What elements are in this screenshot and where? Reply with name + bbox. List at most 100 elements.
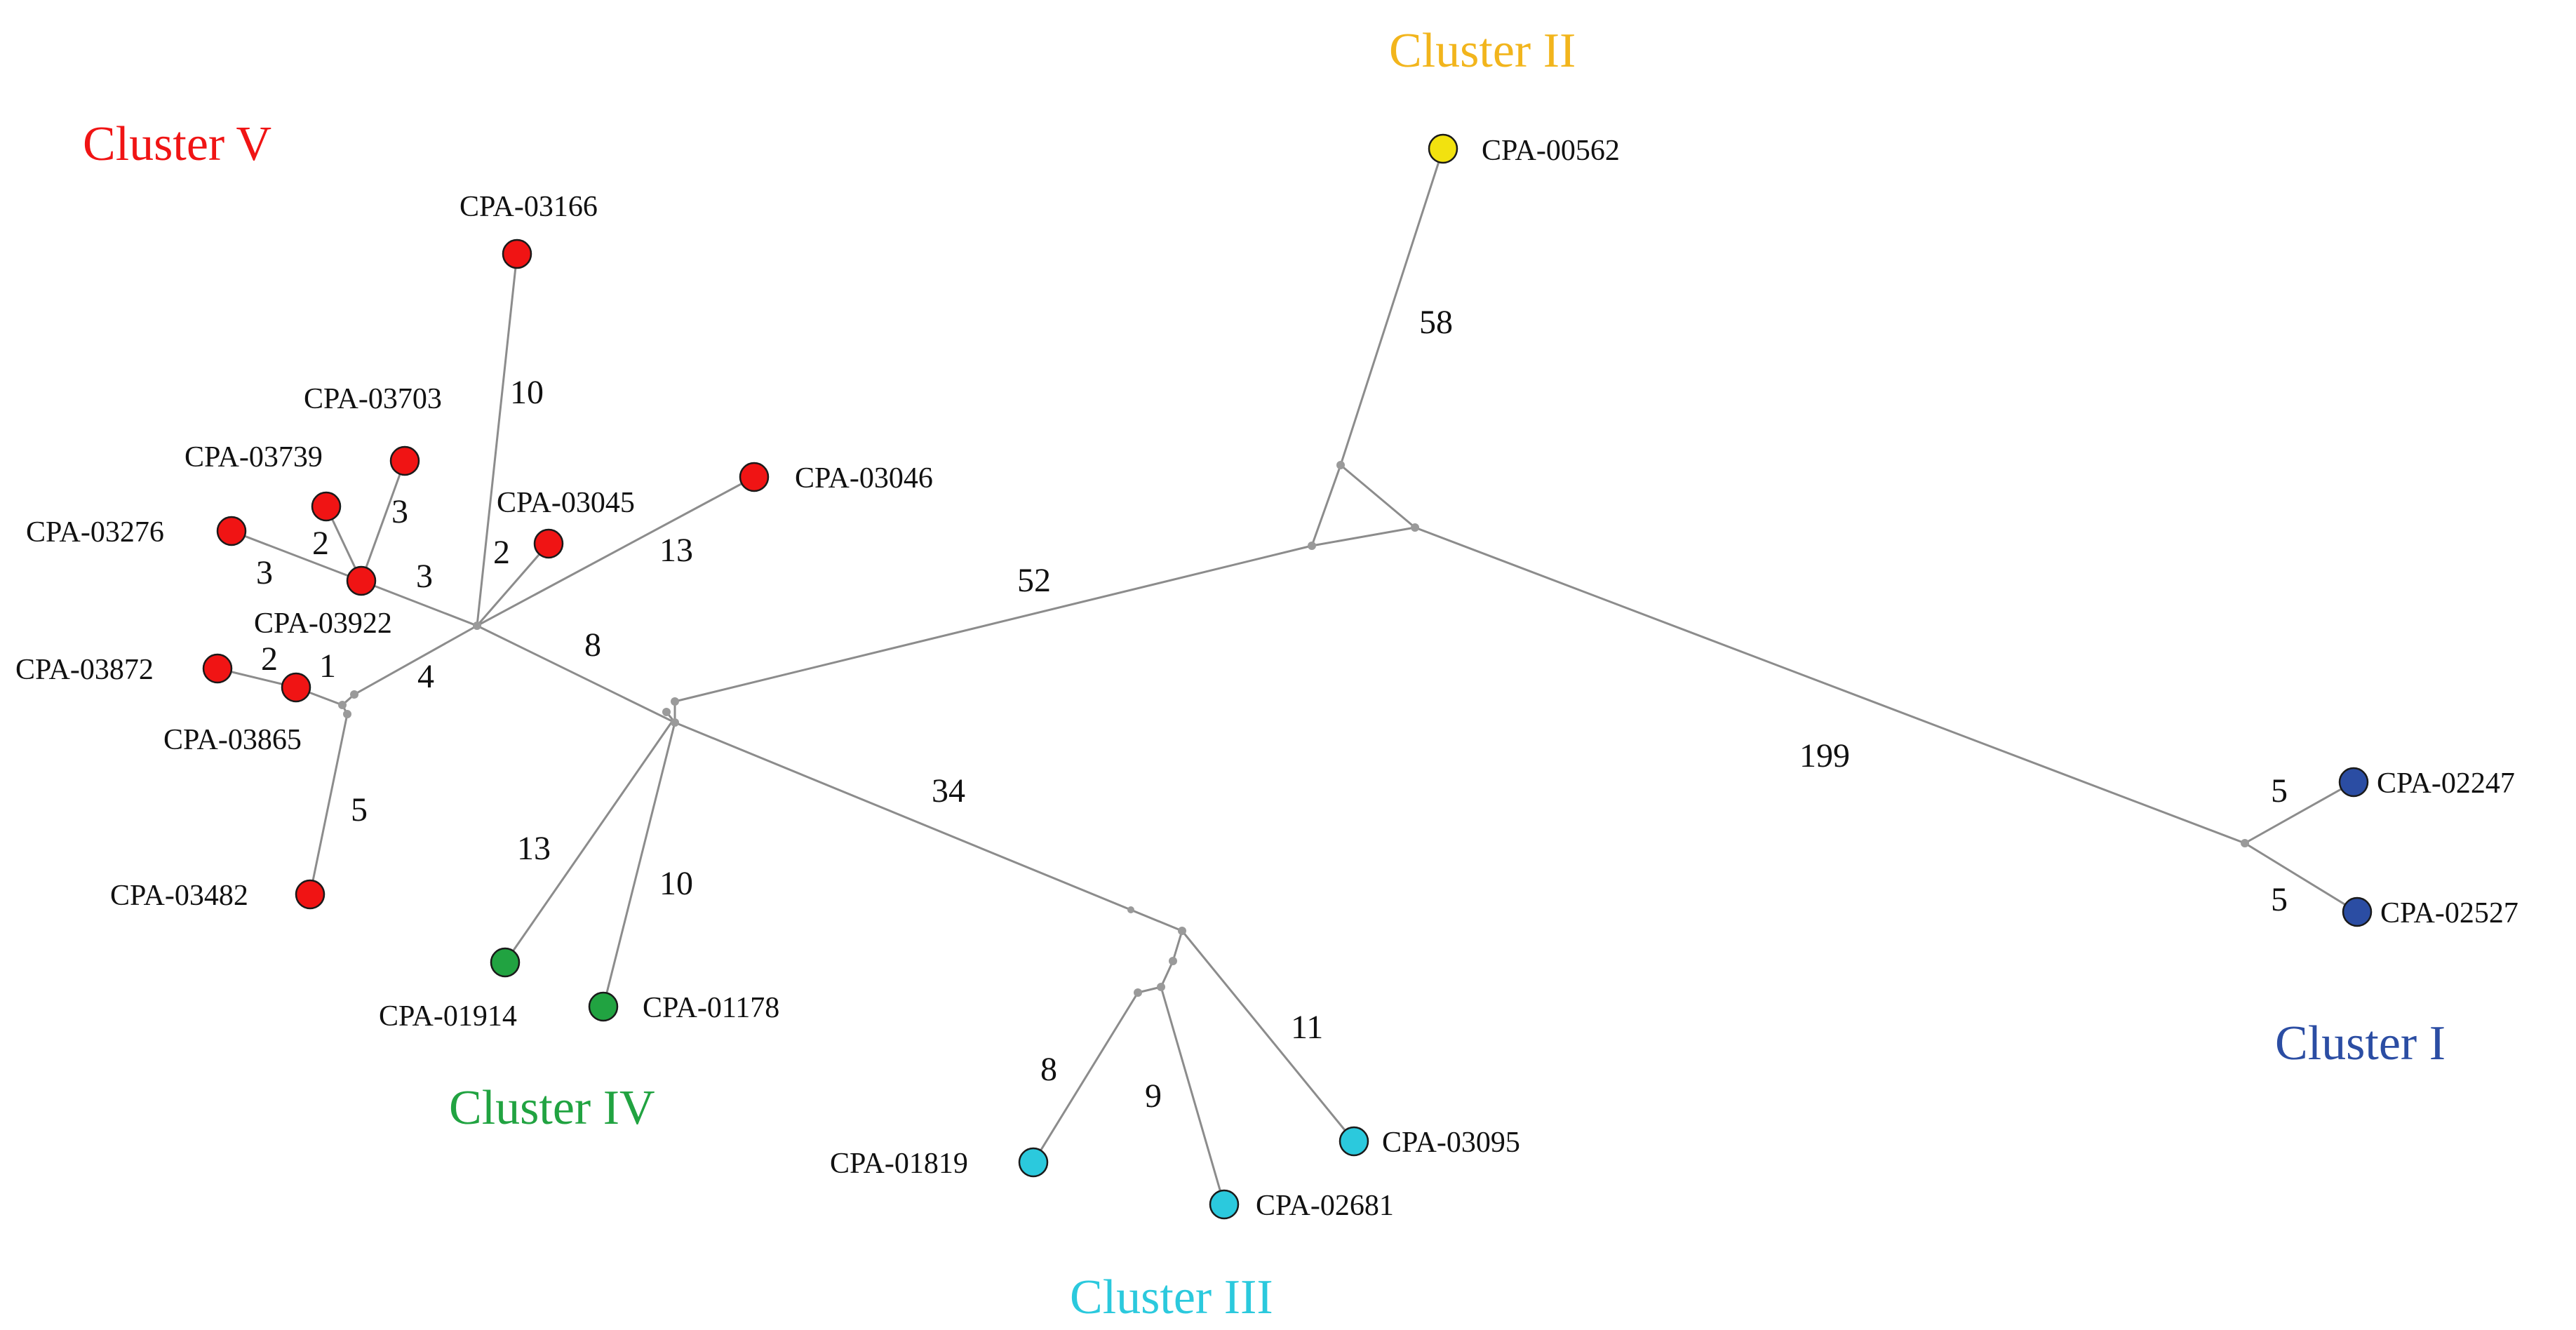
- edge-to-cpa-00562: [1339, 148, 1444, 466]
- edge-to-cpa-03166: [476, 253, 518, 626]
- edge-cpa-03922-to-hub: [361, 579, 478, 627]
- edge-weight-labels: 58 52 199 5 5 34 8 9 11 13 10 8 10 13 2 …: [256, 304, 2288, 1115]
- label-cpa-03872: CPA-03872: [15, 654, 154, 686]
- tree-junctions: [338, 461, 2249, 997]
- label-cpa-03703: CPA-03703: [304, 383, 442, 415]
- edge-weight: 10: [659, 865, 693, 902]
- label-cpa-03739: CPA-03739: [185, 441, 323, 473]
- node-cpa-03739: [311, 491, 342, 522]
- edge-weight: 2: [312, 525, 329, 562]
- label-cpa-02527: CPA-02527: [2380, 897, 2518, 929]
- edge-weight: 8: [1040, 1051, 1057, 1088]
- edge-to-cpa-03045: [476, 543, 550, 626]
- edge-weight: 5: [351, 791, 368, 828]
- junction-node: [338, 701, 347, 709]
- label-cpa-03276: CPA-03276: [26, 516, 164, 549]
- junction-node: [1336, 461, 1345, 469]
- junction-node: [1157, 983, 1165, 991]
- edge-weight: 52: [1017, 562, 1051, 599]
- label-cpa-03045: CPA-03045: [497, 487, 635, 519]
- edge-weight: 3: [256, 554, 273, 591]
- cluster-label-ii: Cluster II: [1389, 24, 1576, 78]
- edge-to-cpa-02527: [2244, 842, 2358, 913]
- edge-weight: 4: [417, 658, 434, 695]
- label-cpa-01819: CPA-01819: [830, 1148, 968, 1180]
- junction-node: [1134, 988, 1142, 997]
- label-cpa-03482: CPA-03482: [110, 880, 248, 912]
- cluster-label-iii: Cluster III: [1070, 1270, 1273, 1324]
- edge-weight: 2: [261, 640, 278, 678]
- cluster-label-v: Cluster V: [83, 117, 271, 171]
- node-cpa-03046: [739, 462, 770, 492]
- node-cpa-03095: [1339, 1126, 1369, 1157]
- edge-weight: 8: [584, 626, 601, 664]
- edge-weight: 10: [510, 374, 544, 411]
- edge-to-cpa-03482: [309, 713, 349, 895]
- edge-weight: 1: [319, 647, 336, 685]
- edge-to-cpa-03276: [231, 530, 362, 582]
- edge-weight: 13: [517, 830, 551, 867]
- edge-cluster-iii-junction-b: [1160, 960, 1174, 988]
- junction-node: [1178, 927, 1186, 935]
- edge-weight: 199: [1799, 737, 1850, 774]
- edge-to-cpa-01914: [504, 722, 673, 963]
- node-cpa-02527: [2342, 896, 2373, 927]
- node-cpa-03276: [216, 516, 247, 546]
- node-cpa-03482: [295, 879, 326, 910]
- edge-weight: 3: [391, 493, 408, 530]
- node-cpa-02681: [1209, 1189, 1240, 1220]
- junction-node: [671, 697, 679, 706]
- junction-node: [2241, 839, 2249, 847]
- edge-hub-to-lower-junction: [354, 624, 478, 696]
- label-cpa-02681: CPA-02681: [1256, 1190, 1394, 1222]
- junction-node: [1308, 542, 1316, 550]
- edge-upper-junction-bottom: [1311, 526, 1416, 547]
- edge-to-cpa-03095: [1181, 930, 1355, 1142]
- edge-to-cpa-03703: [360, 460, 406, 582]
- node-cpa-03872: [202, 653, 233, 684]
- node-cpa-03865: [281, 672, 311, 703]
- label-cpa-03922: CPA-03922: [254, 607, 392, 640]
- edge-weight: 13: [659, 532, 693, 569]
- edge-to-cpa-01178: [602, 722, 676, 1007]
- edge-to-cpa-01819: [1032, 992, 1139, 1163]
- edge-upper-junction-left: [1310, 464, 1342, 546]
- cluster-labels: Cluster I Cluster II Cluster III Cluster…: [83, 24, 2446, 1324]
- edge-weight: 5: [2271, 772, 2288, 810]
- edge-weight: 34: [932, 772, 965, 810]
- edge-center-to-upper: [674, 544, 1313, 703]
- junction-node: [671, 718, 679, 727]
- cluster-label-iv: Cluster IV: [449, 1081, 655, 1135]
- node-cpa-01914: [490, 947, 521, 978]
- node-cpa-03166: [502, 239, 532, 269]
- label-cpa-03865: CPA-03865: [163, 724, 302, 756]
- node-labels: CPA-00562 CPA-02247 CPA-02527 CPA-01819 …: [15, 135, 2518, 1222]
- junction-node: [1169, 957, 1177, 965]
- node-cpa-03922: [346, 565, 377, 596]
- junction-node: [1411, 523, 1419, 532]
- edge-hub-to-center: [476, 624, 676, 724]
- edge-weight: 3: [416, 558, 433, 595]
- junction-node: [662, 708, 671, 716]
- node-cpa-00562: [1428, 133, 1458, 164]
- edge-weight: 5: [2271, 881, 2288, 918]
- label-cpa-03095: CPA-03095: [1382, 1127, 1520, 1159]
- edge-to-cpa-02681: [1160, 986, 1226, 1205]
- junction-node: [473, 622, 481, 630]
- junction-node: [1127, 906, 1134, 913]
- node-cpa-03703: [389, 445, 420, 476]
- edge-upper-junction-right: [1340, 464, 1416, 529]
- node-cpa-03045: [533, 528, 564, 559]
- junction-node: [350, 690, 358, 699]
- edge-weight: 9: [1145, 1077, 1162, 1115]
- cluster-label-i: Cluster I: [2275, 1016, 2446, 1070]
- tree-edges: [217, 148, 2358, 1205]
- label-cpa-00562: CPA-00562: [1482, 135, 1620, 167]
- edge-to-cluster-i: [1414, 526, 2246, 845]
- label-cpa-03046: CPA-03046: [795, 462, 933, 495]
- node-cpa-01819: [1018, 1147, 1049, 1178]
- node-cpa-02247: [2338, 767, 2369, 798]
- edge-to-cpa-03046: [476, 476, 755, 627]
- node-cpa-01178: [588, 991, 619, 1022]
- edge-to-cpa-02247: [2244, 781, 2354, 845]
